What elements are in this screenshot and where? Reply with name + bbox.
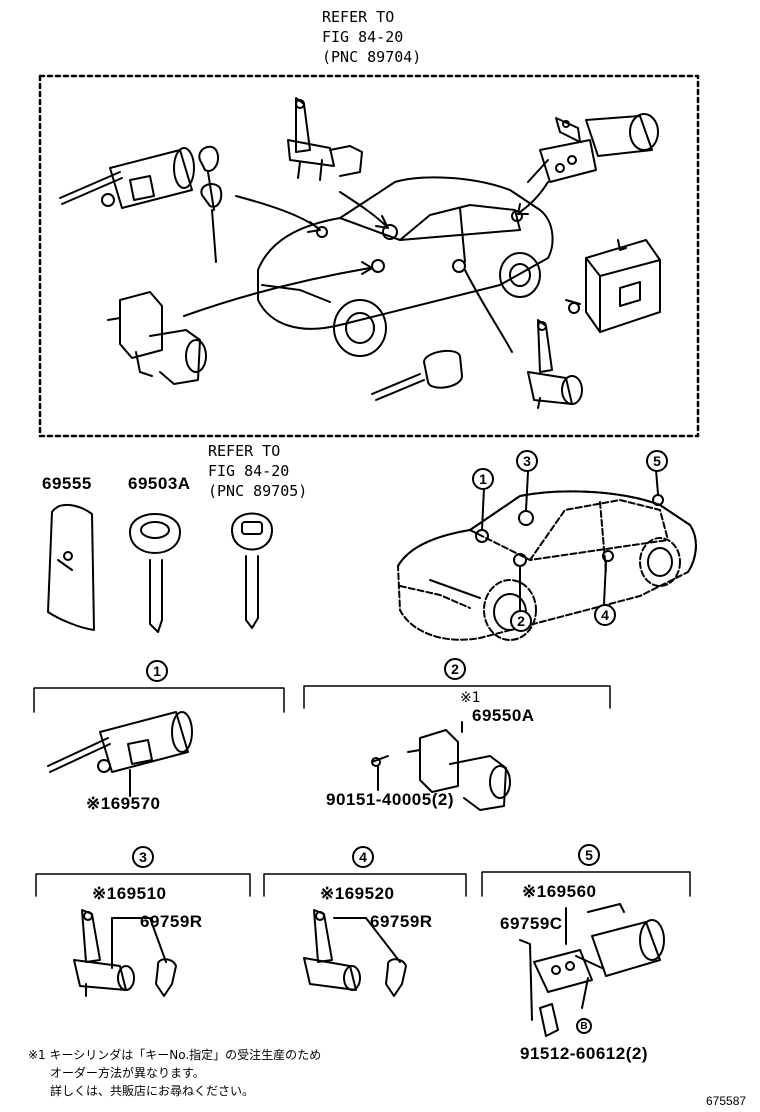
part-number-69555: 69555 — [42, 474, 92, 493]
key-plate-69555 — [47, 503, 95, 631]
section2-bracket — [303, 685, 611, 709]
section3-bracket — [35, 873, 251, 897]
top-control-module — [565, 239, 661, 333]
sub-key-69705 — [231, 512, 273, 629]
callout-3-car: 3 — [516, 450, 538, 472]
part-number-69759R-a: 69759R — [140, 912, 203, 931]
luggage-cylinder-169560 — [519, 903, 665, 1037]
part-number-69759R-b: 69759R — [370, 912, 433, 931]
part-number-169560: ※169560 — [522, 882, 597, 901]
part-number-69759C: 69759C — [500, 914, 563, 933]
figure-id: 675587 — [706, 1094, 747, 1108]
refer-mid-line2: FIG 84-20 — [208, 462, 290, 480]
refer-mid-line3: (PNC 89705) — [208, 482, 308, 500]
top-master-key — [371, 349, 463, 401]
callout-b: B — [576, 1018, 592, 1034]
door-cylinder-169510 — [73, 909, 177, 997]
callout-1-car: 1 — [472, 468, 494, 490]
top-ignition-cylinder — [59, 145, 223, 263]
note-line3: 詳しくは、共販店にお尋ねください。 — [50, 1084, 255, 1098]
callout-5-car: 5 — [646, 450, 668, 472]
top-door-lock-cylinder — [287, 97, 363, 181]
master-key-69503A — [129, 513, 181, 633]
top-front-door-lock — [107, 291, 207, 385]
door-lock-69550A — [371, 721, 511, 811]
callout-2-car: 2 — [510, 610, 532, 632]
mid-car-illustration — [397, 490, 697, 641]
top-car-illustration — [257, 176, 554, 357]
refer-top-line3: (PNC 89704) — [322, 48, 422, 66]
door-cylinder-169520 — [303, 909, 407, 997]
part-number-169510: ※169510 — [92, 884, 167, 903]
top-rear-door-cylinder — [527, 319, 583, 409]
top-dashed-frame — [38, 74, 700, 438]
refer-mid-line1: REFER TO — [208, 442, 281, 460]
callout-3-section: 3 — [132, 846, 154, 868]
callout-2-section: 2 — [444, 658, 466, 680]
mid-car-solid — [397, 469, 697, 631]
ignition-cylinder-169570 — [47, 711, 193, 797]
part-number-169520: ※169520 — [320, 884, 395, 903]
section5-bracket — [481, 871, 691, 897]
part-number-90151: 90151-40005(2) — [326, 790, 454, 809]
callout-4-car: 4 — [594, 604, 616, 626]
note-line1: ※1 キーシリンダは「キーNo.指定」の受注生産のため — [28, 1048, 322, 1062]
part-number-69503A: 69503A — [128, 474, 191, 493]
part-number-91512: 91512-60612(2) — [520, 1044, 648, 1063]
part-number-69550A: 69550A — [472, 706, 535, 725]
refer-top-line1: REFER TO — [322, 8, 395, 26]
callout-4-section: 4 — [352, 846, 374, 868]
top-pointer-arrows — [183, 181, 549, 353]
note-mark-69550A: ※1 — [460, 690, 481, 706]
callout-1-section: 1 — [146, 660, 168, 682]
callout-5-section: 5 — [578, 844, 600, 866]
top-luggage-cylinder — [527, 113, 659, 183]
section1-bracket — [33, 687, 285, 713]
part-number-169570: ※169570 — [86, 794, 161, 813]
section4-bracket — [263, 873, 467, 897]
note-line2: オーダー方法が異なります。 — [50, 1066, 205, 1080]
refer-top-line2: FIG 84-20 — [322, 28, 404, 46]
